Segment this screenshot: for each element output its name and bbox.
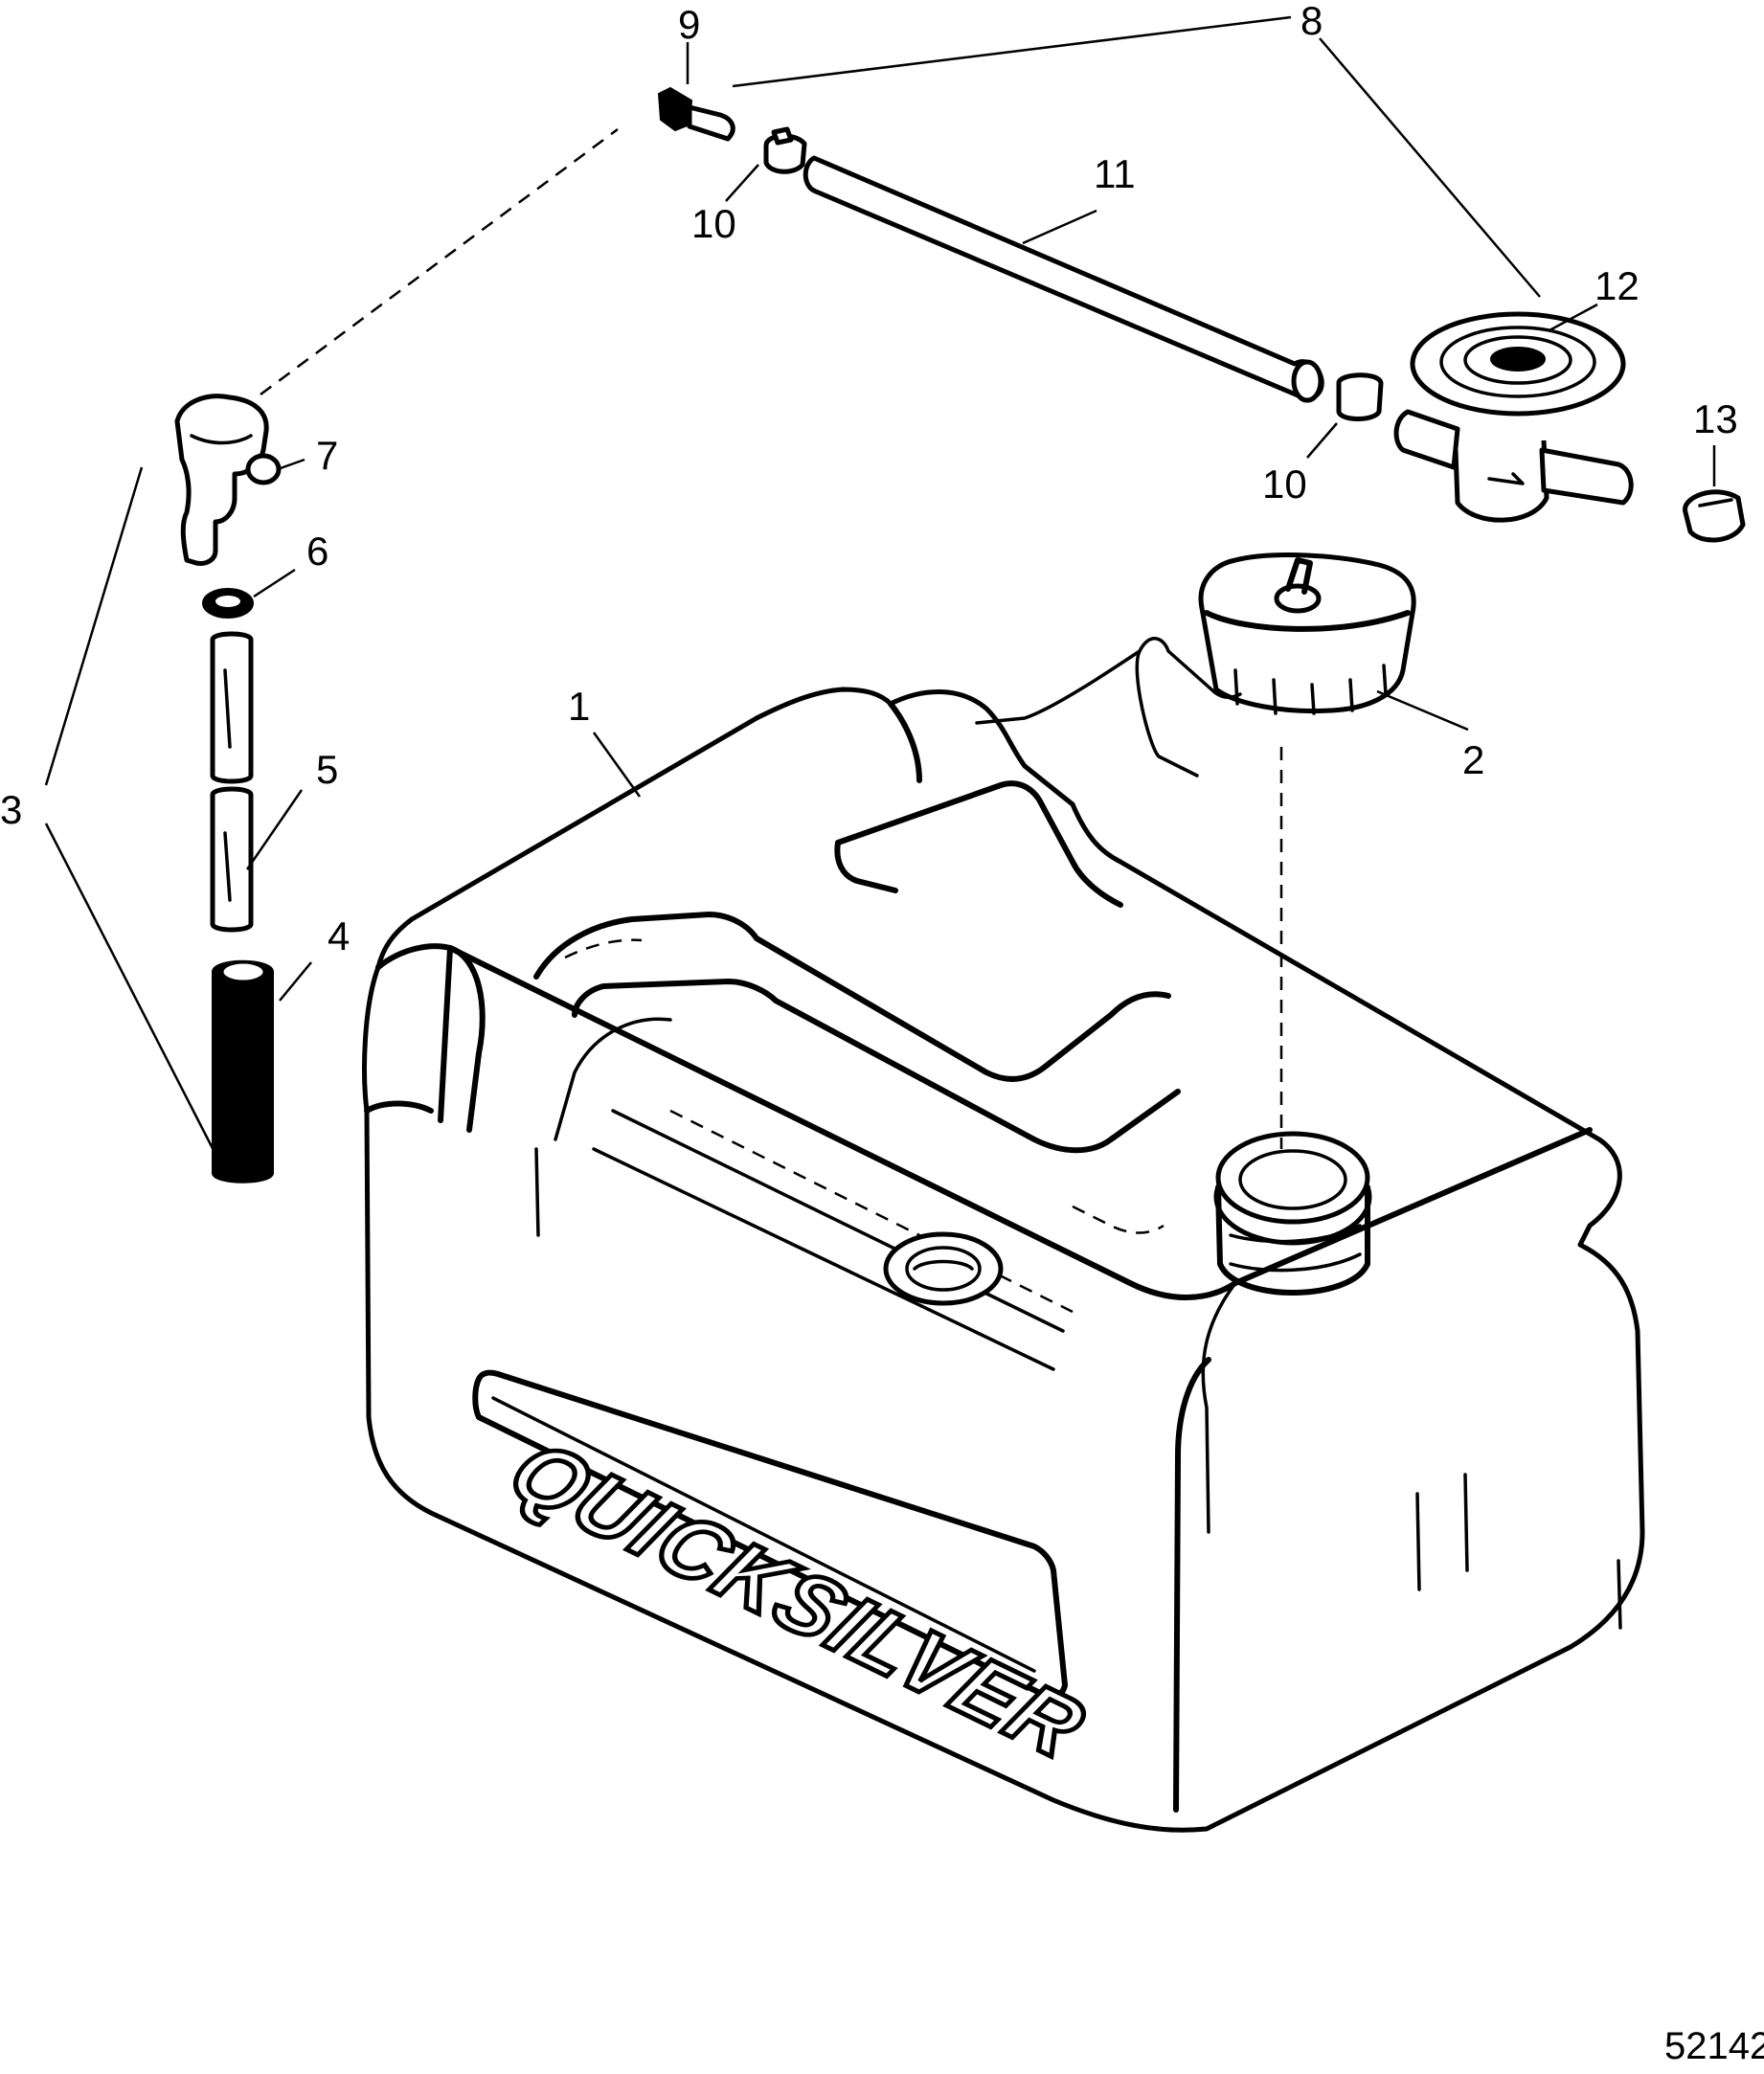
callout-2: 2	[1462, 737, 1484, 782]
pickup-tube-upper	[210, 631, 254, 933]
callout-6: 6	[306, 529, 328, 574]
callout-12: 12	[1594, 263, 1640, 308]
leader-lines	[44, 15, 1716, 1164]
callout-13: 13	[1693, 396, 1738, 441]
hose-clamp-upper	[763, 126, 807, 174]
primer-valve	[1393, 311, 1634, 523]
callout-3: 3	[0, 787, 22, 832]
fuel-hose	[803, 155, 1324, 403]
callout-1: 1	[568, 684, 590, 729]
filler-cap	[975, 552, 1416, 778]
hose-clamp-lower	[1336, 372, 1384, 421]
barb-fitting	[657, 86, 735, 142]
figure-number: 52142	[1664, 2025, 1764, 2067]
callout-labels: 1 2 3 4 5 6 7 8 9 10 10 11 12 13	[0, 0, 1738, 958]
assembly-line-fitting	[260, 127, 619, 396]
pickup-elbow	[174, 394, 282, 566]
fuel-tank: QUICKSILVER	[362, 687, 1645, 1833]
callout-10-upper: 10	[691, 201, 736, 246]
o-ring	[202, 588, 254, 619]
callout-11: 11	[1094, 151, 1136, 196]
pickup-filter	[212, 959, 274, 1184]
spring-clamp	[1683, 489, 1746, 543]
callout-5: 5	[316, 747, 338, 792]
callout-7: 7	[316, 433, 338, 478]
callout-4: 4	[328, 913, 350, 958]
callout-9: 9	[678, 2, 700, 47]
callout-8: 8	[1300, 0, 1323, 43]
callout-10-lower: 10	[1262, 462, 1307, 507]
